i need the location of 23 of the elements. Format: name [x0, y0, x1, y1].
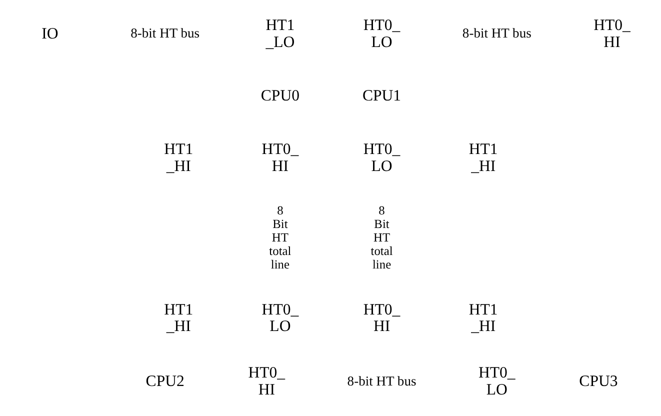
label: HT0_ LO	[261, 301, 298, 336]
label: HT1 _HI	[468, 141, 498, 175]
label: 8-bit HT bus	[130, 26, 200, 41]
label: CPU1	[362, 87, 401, 104]
label: HT1 _HI	[468, 301, 498, 336]
label: CPU2	[145, 372, 184, 390]
label: HT1 _HI	[164, 141, 193, 175]
label: HT0_ HI	[248, 364, 285, 398]
label: 8 Bit HT total line	[268, 204, 291, 272]
label: HT0_ HI	[261, 141, 298, 175]
label: HT1 _HI	[164, 301, 193, 336]
label: IO	[41, 25, 58, 42]
label: 8-bit HT bus	[462, 26, 531, 41]
label: HT0_ LO	[362, 141, 400, 175]
label: CPU0	[260, 87, 300, 104]
label: HT0_ LO	[362, 16, 400, 51]
label: 8 Bit HT total line	[370, 204, 392, 272]
label: CPU3	[578, 372, 618, 390]
label: HT0_ HI	[593, 16, 630, 51]
label: 8-bit HT bus	[346, 373, 416, 388]
label: HT0_ LO	[478, 364, 515, 398]
label: HT1 _LO	[265, 16, 294, 51]
label: HT0_ HI	[362, 301, 400, 336]
